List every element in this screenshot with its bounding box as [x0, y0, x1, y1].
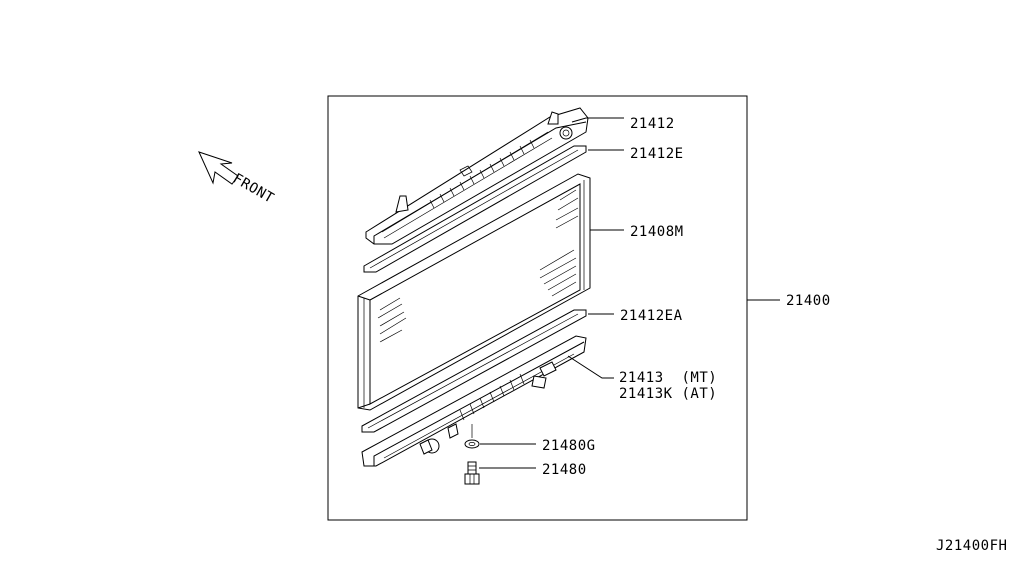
lower-tank: [361, 335, 587, 467]
assembly-frame: [327, 95, 748, 521]
part-label-21413K-at: 21413K (AT): [619, 386, 717, 402]
front-label: FRONT: [230, 171, 277, 207]
part-label-21412: 21412: [630, 116, 675, 132]
part-label-21400: 21400: [786, 293, 831, 309]
front-arrow-icon: [198, 151, 239, 185]
drain-plug-21480: [464, 461, 480, 485]
part-label-21480: 21480: [542, 462, 587, 478]
lower-seal: [361, 309, 587, 433]
part-label-21480G: 21480G: [542, 438, 596, 454]
washer-21480G: [464, 424, 480, 449]
part-label-21412E: 21412E: [630, 146, 684, 162]
upper-tank: [365, 107, 589, 245]
part-label-21412EA: 21412EA: [620, 308, 683, 324]
upper-seal: [363, 145, 587, 273]
part-label-21413-mt: 21413 (MT): [619, 370, 717, 386]
diagram-code: J21400FH: [936, 538, 1007, 554]
radiator-core: [357, 173, 591, 411]
part-label-21408M: 21408M: [630, 224, 684, 240]
leader-lines: [479, 117, 780, 469]
